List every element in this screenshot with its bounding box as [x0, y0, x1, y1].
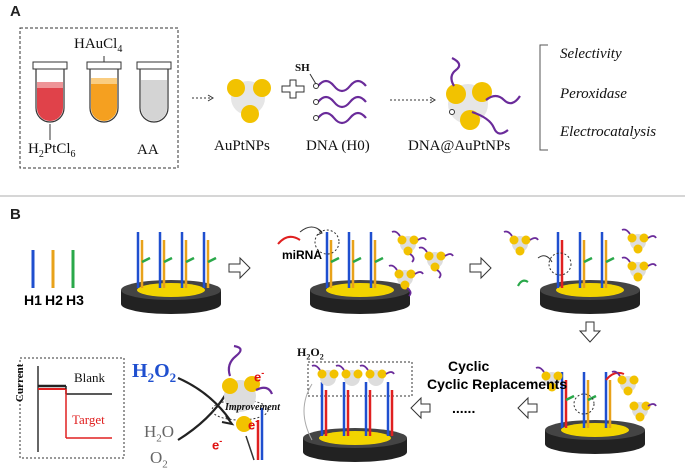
dna-h0-strands [317, 79, 367, 125]
panel-a-label: A [10, 3, 21, 20]
legend-h2: H2 [45, 292, 63, 308]
reagent-box [19, 27, 179, 169]
cyclic-replacements-label: Cyclic Replacements [427, 376, 568, 392]
auptnp-cluster [227, 79, 271, 123]
legend-h1: H1 [24, 292, 42, 308]
electrode-2 [310, 280, 410, 314]
legend-h3: H3 [66, 292, 84, 308]
h2o2-big-label: H2O2 [132, 360, 177, 385]
electron-2: e- [248, 416, 259, 433]
h2o2-reaction-box [307, 361, 413, 397]
continuation-dots: ...... [452, 400, 476, 416]
current-plot [19, 357, 125, 459]
electrode-5 [303, 428, 407, 462]
legend-hairpins [31, 250, 75, 288]
electrode-2-probes [325, 232, 384, 288]
electron-1: e- [254, 368, 265, 385]
panel-b-label: B [10, 206, 21, 223]
mirna-strand [277, 235, 301, 245]
current-axis-label: Current [14, 363, 26, 402]
dna-auptnps-label: DNA@AuPtNPs [408, 138, 511, 154]
electrode-5-probes [320, 382, 394, 436]
h2o-label: H2O [144, 422, 175, 445]
dna-h0-label: DNA (H0) [306, 138, 370, 154]
tube-aa [136, 61, 172, 123]
improvement-label: Improvement [225, 402, 280, 413]
property-peroxidase: Peroxidase [560, 86, 627, 102]
h2ptcl6-label: H2PtCl6 [28, 141, 76, 160]
binding-site-circle [314, 229, 340, 255]
electrode-3 [540, 280, 640, 314]
open-arrow-left-1 [517, 396, 538, 420]
sh-label: SH [295, 62, 310, 74]
open-arrow-left-2 [410, 396, 431, 420]
h2o2-small-label: H2O2 [297, 345, 324, 362]
tube-h2ptcl6 [32, 61, 68, 123]
dna-auptnp-conjugate [446, 57, 521, 135]
electron-3: e- [212, 436, 223, 453]
auptnps-label: AuPtNPs [214, 138, 270, 154]
electrode-4-probes [560, 372, 612, 428]
cyclic-label-line1: Cyclic [448, 358, 490, 374]
open-arrow-down [578, 321, 602, 343]
blank-label: Blank [74, 370, 106, 385]
electrode-1-probes [136, 232, 217, 288]
mirna-label: miRNA [282, 248, 323, 262]
tube-haucl4 [86, 61, 122, 123]
open-arrow-1 [228, 256, 251, 280]
o2-label: O2 [150, 448, 168, 471]
thiol-ends [313, 83, 319, 121]
target-label: Target [72, 412, 105, 427]
bound-nps [311, 364, 395, 386]
electrode-4 [545, 420, 645, 454]
open-arrow-2 [469, 256, 492, 280]
haucl4-label: HAuCl4 [74, 36, 123, 55]
plus-sign [281, 79, 305, 99]
free-nps-stage2 [388, 230, 454, 297]
property-electrocatalysis: Electrocatalysis [560, 124, 657, 140]
electrode-1 [121, 280, 221, 314]
aa-label: AA [137, 142, 159, 158]
property-selectivity: Selectivity [560, 46, 622, 62]
catalysis-cycle [177, 344, 274, 461]
free-nps-stage3 [503, 228, 657, 282]
free-nps-stage4 [535, 366, 657, 422]
electrode-3-probes [556, 232, 615, 288]
